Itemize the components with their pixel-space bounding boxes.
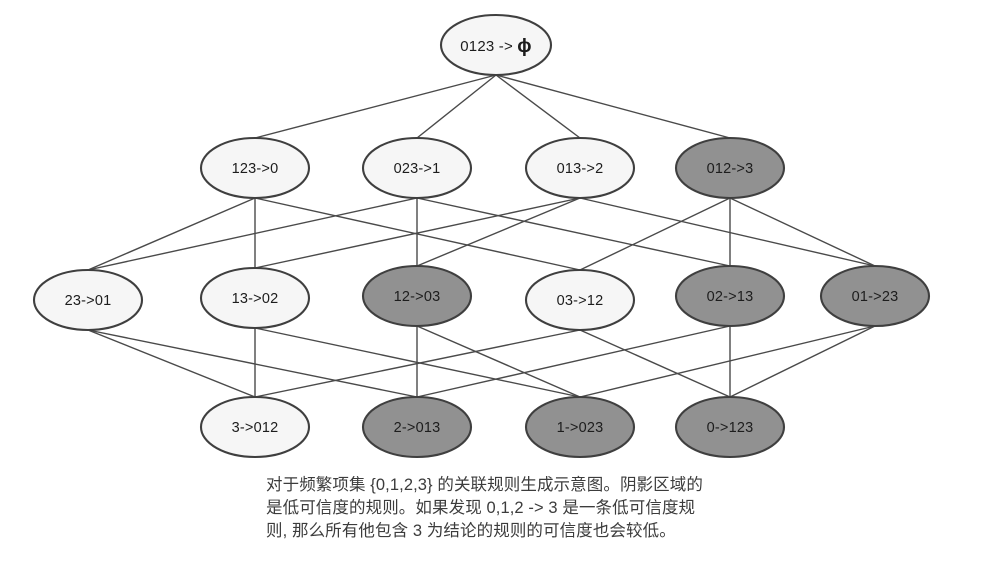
lattice-edge: [729, 197, 876, 267]
node-label: 12->03: [394, 289, 441, 305]
node-shape-light: [361, 136, 473, 200]
node-label: 123->0: [232, 161, 279, 177]
node-shape-light: [199, 136, 311, 200]
lattice-edge: [416, 197, 581, 267]
node-label: 01->23: [852, 289, 899, 305]
lattice-svg-canvas: 0123 -> ϕ 123->0 023->1 013->2 012->3 23->01 1…: [32, 13, 931, 459]
lattice-node[interactable]: 2->013: [361, 395, 473, 459]
lattice-edge: [579, 197, 731, 271]
node-label: 02->13: [707, 289, 754, 305]
node-shape-light: [199, 266, 311, 330]
lattice-edge: [87, 197, 256, 271]
node-shape-light: [32, 268, 144, 332]
node-shape-light: [524, 268, 636, 332]
lattice-edge: [579, 197, 876, 267]
node-shape-light: [439, 13, 553, 77]
lattice-node[interactable]: 12->03: [361, 264, 473, 328]
node-shape-light: [524, 136, 636, 200]
lattice-node[interactable]: 013->2: [524, 136, 636, 200]
node-shape-shaded: [361, 264, 473, 328]
lattice-node[interactable]: 13->02: [199, 266, 311, 330]
lattice-node[interactable]: 02->13: [674, 264, 786, 328]
lattice-node[interactable]: 123->0: [199, 136, 311, 200]
lattice-node[interactable]: 03->12: [524, 268, 636, 332]
lattice-node[interactable]: 23->01: [32, 268, 144, 332]
lattice-node[interactable]: 0123 -> ϕ: [439, 13, 553, 77]
lattice-node[interactable]: 3->012: [199, 395, 311, 459]
lattice-edge: [416, 197, 731, 267]
lattice-node[interactable]: 0->123: [674, 395, 786, 459]
lattice-edge: [579, 329, 731, 398]
node-label: 013->2: [557, 161, 604, 177]
lattice-edge: [87, 329, 418, 398]
node-shape-shaded: [819, 264, 931, 328]
lattice-edge: [254, 74, 497, 139]
phi-symbol: ϕ: [517, 36, 531, 57]
lattice-edge: [87, 329, 256, 398]
lattice-node[interactable]: 012->3: [674, 136, 786, 200]
node-shape-shaded: [674, 395, 786, 459]
lattice-edge: [87, 197, 418, 271]
lattice-node[interactable]: 1->023: [524, 395, 636, 459]
node-label: 0->123: [707, 420, 754, 436]
node-shape-light: [199, 395, 311, 459]
lattice-node[interactable]: 01->23: [819, 264, 931, 328]
node-label: 0123 -> ϕ: [460, 36, 532, 57]
lattice-edge: [729, 325, 876, 398]
node-shape-shaded: [524, 395, 636, 459]
lattice-node[interactable]: 023->1: [361, 136, 473, 200]
lattice-edge: [254, 329, 581, 398]
lattice-edge: [416, 325, 731, 398]
lattice-edge: [416, 325, 581, 398]
node-label: 13->02: [232, 291, 279, 307]
lattice-edge: [254, 197, 581, 269]
lattice-edge: [495, 74, 731, 139]
nodes-group: 0123 -> ϕ 123->0 023->1 013->2 012->3 23->01 1…: [32, 13, 931, 459]
node-label: 2->013: [394, 420, 441, 436]
edges-group: [87, 74, 876, 398]
lattice-edge: [495, 74, 581, 139]
lattice-edge: [579, 325, 876, 398]
node-shape-shaded: [361, 395, 473, 459]
node-label: 1->023: [557, 420, 604, 436]
node-label: 03->12: [557, 293, 604, 309]
diagram-caption: 对于频繁项集 {0,1,2,3} 的关联规则生成示意图。阴影区域的是低可信度的规…: [266, 476, 703, 540]
node-shape-shaded: [674, 264, 786, 328]
lattice-edge: [416, 74, 497, 139]
node-label: 23->01: [65, 293, 112, 309]
node-label: 012->3: [707, 161, 754, 177]
node-shape-shaded: [674, 136, 786, 200]
node-label: 3->012: [232, 420, 279, 436]
node-label: 023->1: [394, 161, 441, 177]
